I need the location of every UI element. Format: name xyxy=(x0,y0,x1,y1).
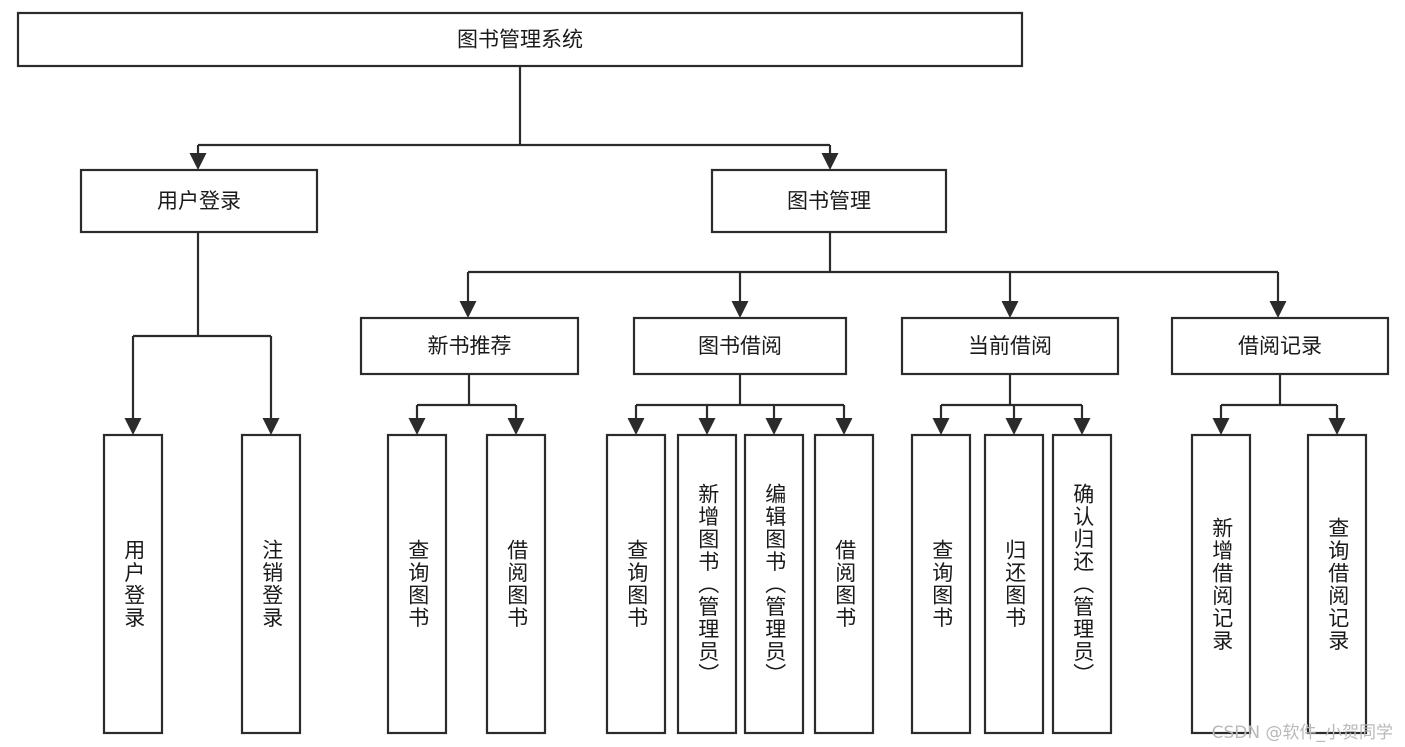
arrow-head-icon xyxy=(408,418,426,435)
arrow-head-icon xyxy=(507,418,525,435)
arrow-head-icon xyxy=(731,301,749,318)
connector-book-manage-to-level3 xyxy=(459,232,1287,318)
node-leaf-edit-book[interactable] xyxy=(743,433,805,735)
node-new-book-recommend[interactable]: 新书推荐 xyxy=(359,316,580,376)
node-leaf-query-borrow-record-rect[interactable] xyxy=(1306,433,1368,735)
node-book-borrow[interactable]: 图书借阅 xyxy=(632,316,848,376)
node-leaf-confirm-return[interactable] xyxy=(1051,433,1113,735)
node-leaf-borrow-book-1[interactable] xyxy=(485,433,547,735)
node-leaf-add-borrow-record[interactable] xyxy=(1190,433,1252,735)
node-leaf-borrow-book-2[interactable] xyxy=(813,433,875,735)
node-book-borrow-label: 图书借阅 xyxy=(698,334,782,358)
node-leaf-query-book-1[interactable] xyxy=(386,433,448,735)
node-leaf-add-borrow-record-rect[interactable] xyxy=(1190,433,1252,735)
connector-book-borrow-to-leaves xyxy=(627,374,853,435)
node-leaf-logout-login-rect[interactable] xyxy=(240,433,302,735)
node-new-book-recommend-rect[interactable] xyxy=(359,316,580,376)
node-leaf-add-book[interactable] xyxy=(676,433,738,735)
node-leaf-return-book-rect[interactable] xyxy=(983,433,1045,735)
connector-current-borrow-to-leaves xyxy=(932,374,1091,435)
arrow-head-icon xyxy=(124,418,142,435)
node-borrow-record-label: 借阅记录 xyxy=(1238,334,1322,358)
arrow-head-icon xyxy=(1005,418,1023,435)
node-leaf-query-book-3[interactable] xyxy=(910,433,972,735)
arrow-head-icon xyxy=(1073,418,1091,435)
arrow-head-icon xyxy=(698,418,716,435)
node-book-manage-label: 图书管理 xyxy=(787,189,871,213)
connector-root-to-level2 xyxy=(189,66,839,170)
node-user-login[interactable]: 用户登录 xyxy=(79,168,319,234)
arrow-head-icon xyxy=(835,418,853,435)
node-leaf-query-book-3-rect[interactable] xyxy=(910,433,972,735)
arrow-head-icon xyxy=(821,153,839,170)
arrow-head-icon xyxy=(1328,418,1346,435)
arrow-head-icon xyxy=(1212,418,1230,435)
node-leaf-query-book-2-rect[interactable] xyxy=(605,433,667,735)
node-current-borrow[interactable]: 当前借阅 xyxy=(900,316,1120,376)
node-leaf-logout-login[interactable] xyxy=(240,433,302,735)
node-borrow-record-rect[interactable] xyxy=(1170,316,1390,376)
node-book-manage-rect[interactable] xyxy=(710,168,948,234)
node-leaf-user-login-rect[interactable] xyxy=(102,433,164,735)
node-root-book-management-system-rect[interactable] xyxy=(16,11,1024,68)
node-user-login-rect[interactable] xyxy=(79,168,319,234)
node-leaf-return-book[interactable] xyxy=(983,433,1045,735)
arrow-head-icon xyxy=(765,418,783,435)
node-leaf-query-borrow-record[interactable] xyxy=(1306,433,1368,735)
arrow-head-icon xyxy=(1269,301,1287,318)
connector-new-book-recommend-to-leaves xyxy=(408,374,525,435)
node-leaf-query-book-1-rect[interactable] xyxy=(386,433,448,735)
node-leaf-add-book-rect[interactable] xyxy=(676,433,738,735)
node-current-borrow-label: 当前借阅 xyxy=(968,334,1052,358)
connector-user-login-to-leaves xyxy=(124,232,280,435)
node-leaf-borrow-book-2-rect[interactable] xyxy=(813,433,875,735)
arrow-head-icon xyxy=(1001,301,1019,318)
node-leaf-confirm-return-rect[interactable] xyxy=(1051,433,1113,735)
node-new-book-recommend-label: 新书推荐 xyxy=(428,334,512,358)
node-root-book-management-system[interactable]: 图书管理系统 xyxy=(16,11,1024,68)
connector-borrow-record-to-leaves xyxy=(1212,374,1346,435)
node-leaf-user-login[interactable] xyxy=(102,433,164,735)
node-leaf-edit-book-rect[interactable] xyxy=(743,433,805,735)
node-root-book-management-system-label: 图书管理系统 xyxy=(457,28,583,52)
node-borrow-record[interactable]: 借阅记录 xyxy=(1170,316,1390,376)
arrow-head-icon xyxy=(932,418,950,435)
node-leaf-borrow-book-1-rect[interactable] xyxy=(485,433,547,735)
connectors-layer xyxy=(124,66,1346,435)
node-leaf-query-book-2[interactable] xyxy=(605,433,667,735)
node-current-borrow-rect[interactable] xyxy=(900,316,1120,376)
arrow-head-icon xyxy=(459,301,477,318)
arrow-head-icon xyxy=(627,418,645,435)
node-book-manage[interactable]: 图书管理 xyxy=(710,168,948,234)
arrow-head-icon xyxy=(189,153,207,170)
arrow-head-icon xyxy=(262,418,280,435)
node-user-login-label: 用户登录 xyxy=(157,189,241,213)
node-book-borrow-rect[interactable] xyxy=(632,316,848,376)
